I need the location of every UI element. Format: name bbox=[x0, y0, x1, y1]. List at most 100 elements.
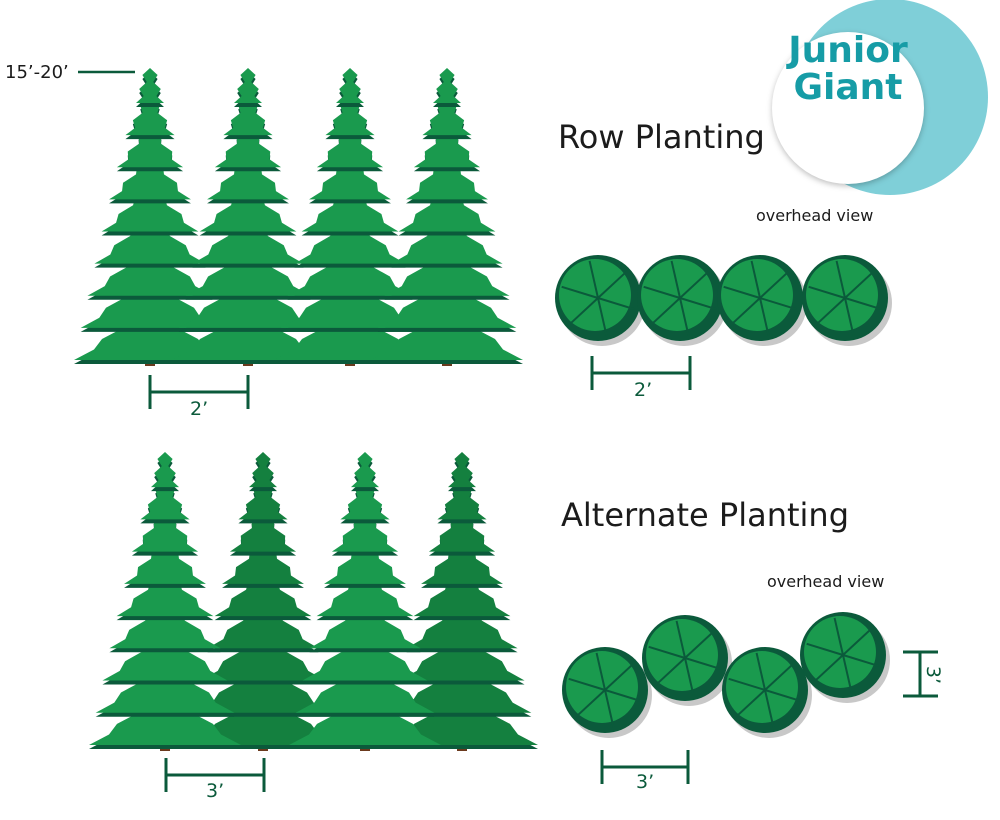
tree-tier bbox=[324, 542, 406, 584]
crown-inner bbox=[721, 259, 793, 331]
crown-branch bbox=[568, 677, 606, 691]
crown-branch bbox=[576, 689, 606, 717]
tree-tier bbox=[316, 572, 414, 617]
spruce-tree bbox=[386, 452, 538, 751]
crown-inner bbox=[646, 619, 718, 691]
tree-tier bbox=[101, 187, 199, 232]
spruce-tree bbox=[274, 68, 426, 366]
alternate-planting-title: Alternate Planting bbox=[561, 496, 850, 534]
row-overhead-spacing: 2’ bbox=[634, 379, 653, 401]
tree-tier bbox=[421, 542, 503, 584]
tree-tier bbox=[295, 662, 435, 713]
tree-tier bbox=[200, 632, 326, 681]
spruce-tree bbox=[187, 452, 339, 751]
crown-branch bbox=[604, 663, 634, 691]
tree-tier bbox=[301, 187, 399, 232]
tree-tier bbox=[192, 217, 304, 264]
tree-tier bbox=[325, 97, 375, 136]
tree-tier bbox=[316, 127, 384, 168]
tree-tier bbox=[340, 482, 390, 520]
crown-branch bbox=[759, 271, 789, 299]
tree-tier bbox=[406, 602, 518, 649]
crown-branch bbox=[604, 689, 615, 728]
spruce-tree bbox=[89, 452, 241, 751]
logo-line-2: Giant bbox=[793, 67, 903, 108]
tree-tier bbox=[422, 97, 472, 136]
tree-tier bbox=[377, 277, 517, 328]
tree-tier bbox=[223, 97, 273, 136]
crown-branch bbox=[597, 297, 608, 336]
tree-tier bbox=[89, 692, 241, 745]
tree-tier bbox=[178, 277, 318, 328]
crown-branch bbox=[569, 297, 599, 325]
tree-tier bbox=[187, 692, 339, 745]
tree-tier bbox=[80, 277, 220, 328]
overhead-tree bbox=[800, 612, 890, 703]
junior-giant-logo: Junior Giant bbox=[773, 32, 923, 106]
tree-tier bbox=[351, 452, 379, 488]
crown-branch bbox=[814, 654, 844, 682]
tree-tier bbox=[172, 307, 324, 360]
crown-branch bbox=[723, 285, 761, 299]
tree-tier bbox=[124, 542, 206, 584]
tree-tier bbox=[102, 632, 228, 681]
tree-tier bbox=[384, 247, 510, 296]
crown-branch bbox=[736, 689, 766, 717]
crown-branch bbox=[759, 297, 770, 336]
crown-branch bbox=[755, 652, 766, 691]
crown-branch bbox=[561, 285, 599, 299]
crown-inner bbox=[559, 259, 631, 331]
crown-branch bbox=[835, 260, 846, 299]
crown-branch bbox=[731, 297, 761, 325]
tree-tier bbox=[199, 187, 297, 232]
overhead-tree bbox=[642, 615, 732, 706]
crown-branch bbox=[670, 260, 681, 299]
tree-tier bbox=[428, 512, 496, 552]
tree-tier bbox=[116, 572, 214, 617]
tree-tier bbox=[109, 602, 221, 649]
crown-branch bbox=[844, 297, 882, 311]
tree-tier bbox=[193, 662, 333, 713]
crown-branch bbox=[656, 657, 686, 685]
crown-branch bbox=[604, 689, 642, 703]
tree-tier bbox=[207, 157, 289, 200]
crown-branch bbox=[679, 297, 717, 311]
tree-tier bbox=[371, 307, 523, 360]
tree-tier bbox=[214, 572, 312, 617]
tree-tier bbox=[386, 692, 538, 745]
tree-tier bbox=[406, 157, 488, 200]
tree-tier bbox=[74, 307, 226, 360]
tree-tier bbox=[294, 217, 406, 264]
tree-tier bbox=[229, 512, 297, 552]
tree-tier bbox=[391, 217, 503, 264]
crown-branch bbox=[728, 677, 766, 691]
spruce-tree bbox=[371, 68, 523, 366]
tree-tier bbox=[289, 692, 441, 745]
tree-tier bbox=[309, 602, 421, 649]
tree-tier bbox=[249, 452, 277, 488]
crown-inner bbox=[641, 259, 713, 331]
alternate-side-spacing: 3’ bbox=[206, 780, 225, 802]
crown-branch bbox=[816, 297, 846, 325]
crown-branch bbox=[764, 663, 794, 691]
spacing-dimension-line bbox=[148, 375, 250, 409]
tree-tier bbox=[185, 247, 311, 296]
row-overhead-label: overhead view bbox=[756, 206, 874, 225]
logo-line-1: Junior bbox=[788, 30, 908, 71]
crown-branch bbox=[808, 285, 846, 299]
alternate-overhead-spacing: 3’ bbox=[636, 771, 655, 793]
tree-tier bbox=[151, 452, 179, 488]
spacing-dimension-line bbox=[590, 356, 692, 390]
tree-tier bbox=[398, 187, 496, 232]
tree-tier bbox=[331, 512, 399, 552]
overhead-tree bbox=[637, 255, 727, 346]
tree-tier bbox=[448, 452, 476, 488]
crown-branch bbox=[842, 654, 880, 668]
tree-tier bbox=[413, 127, 481, 168]
crown-branch bbox=[806, 642, 844, 656]
crown-branch bbox=[844, 297, 855, 336]
crown-branch bbox=[679, 297, 690, 336]
spacing-dimension-line bbox=[600, 750, 690, 784]
tree-tier bbox=[140, 482, 190, 520]
